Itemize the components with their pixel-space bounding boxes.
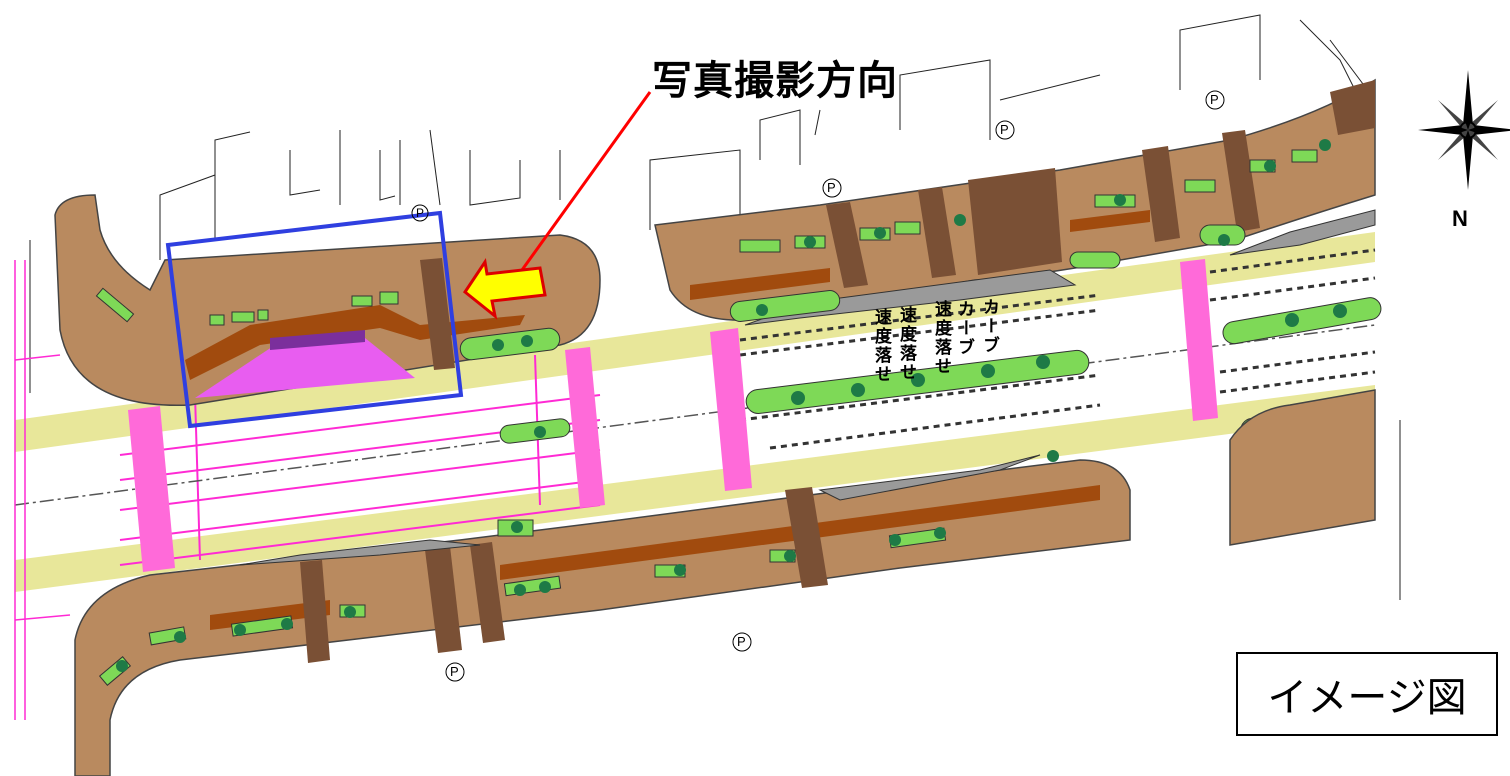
image-label-text: イメージ図 (1267, 675, 1467, 721)
lane-text-4: 速度落せ (896, 306, 916, 382)
driveways-south (300, 487, 828, 663)
lane-text-1: カーブ (979, 298, 999, 355)
photo-area-box (165, 210, 464, 429)
sidewalk-south (74, 459, 1131, 776)
left-edge-detail (14, 260, 71, 720)
crosswalks (128, 259, 1218, 572)
medians-east (729, 224, 1382, 414)
green-planters-nw (95, 287, 399, 326)
photo-direction-label: 写真撮影方向 (652, 58, 898, 104)
lane-text-2: カーブ (954, 300, 974, 357)
lane-text-5: 速度落せ (871, 308, 891, 384)
parking-label-1: P (1210, 92, 1219, 107)
driveways-ne (826, 80, 1375, 288)
image-label-box: イメージ図 (1236, 652, 1498, 736)
north-compass-icon (1418, 70, 1510, 190)
planting-strip-south (210, 600, 330, 630)
parking-icon (411, 90, 1225, 682)
north-label: N (1452, 206, 1468, 231)
plaza-area (195, 338, 415, 398)
parking-label-6: P (450, 664, 459, 679)
parking-label-5: P (737, 634, 746, 649)
parcel-lines-top (29, 14, 1401, 600)
parking-label-3: P (827, 180, 836, 195)
lane-markings-east (739, 248, 1376, 450)
parking-label-2: P (1000, 122, 1009, 137)
median-nw (459, 327, 571, 444)
lane-text-3: 速度落せ (931, 300, 951, 376)
pointer-line (520, 91, 652, 271)
bike-lane-south (15, 385, 1375, 592)
planting-strip-ne (690, 268, 830, 300)
parking-label-4: P (416, 206, 425, 220)
direction-arrow-icon (462, 258, 547, 320)
road-centerline (14, 324, 1376, 506)
trees-ne (739, 139, 1331, 269)
sidewalk-se (1229, 389, 1376, 546)
planting-strip-ne-2 (1070, 210, 1150, 232)
bus-bay-south (239, 539, 481, 566)
lane-markings-west (119, 354, 601, 566)
driveway-nw (420, 258, 455, 370)
plaza-dark-band (270, 330, 365, 350)
bus-bay-south-2 (818, 454, 1041, 501)
trees-south (116, 409, 1356, 672)
bus-bay-ne-2 (1229, 209, 1376, 256)
